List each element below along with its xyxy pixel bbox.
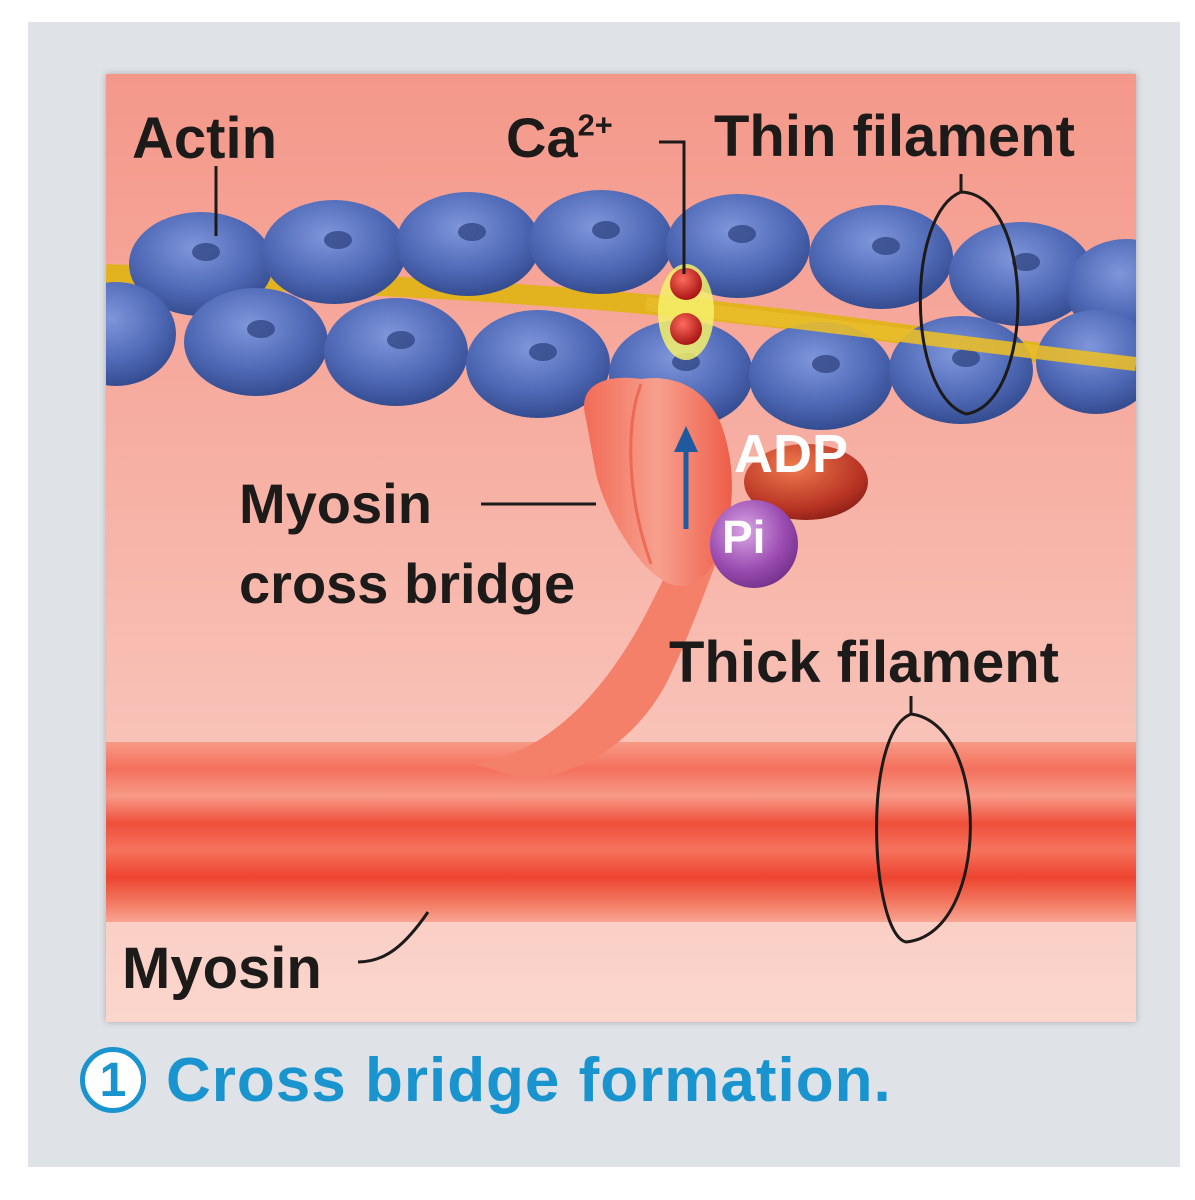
myosin-head [584, 377, 732, 586]
calcium-leader [659, 140, 686, 274]
step-number-badge: 1 [80, 1047, 146, 1113]
thin-filament-bracket [918, 190, 1020, 416]
actin-bead-pits [192, 221, 1040, 373]
calcium-ion-lower [670, 313, 702, 345]
pi-label: Pi [722, 511, 766, 563]
caption-text: Cross bridge formation. [166, 1045, 892, 1115]
pi-molecule [710, 500, 798, 588]
myosin-leader [357, 911, 430, 964]
calcium-label: Ca2+ [506, 106, 613, 169]
calcium-ion-upper [670, 268, 702, 300]
myosin-head-cleft [629, 383, 653, 565]
actin-label: Actin [132, 106, 277, 171]
thin-filament-label: Thin filament [714, 104, 1075, 169]
myosin-cross-bridge-label-line1: Myosin [239, 472, 432, 535]
diagram-canvas [106, 74, 1136, 1022]
myosin-label: Myosin [122, 936, 322, 1001]
adp-label: ADP [734, 424, 849, 484]
leader-lines [214, 140, 1020, 964]
thick-filament-band [106, 742, 1136, 922]
thick-filament-bracket [875, 712, 972, 944]
figure-caption: 1 Cross bridge formation. [80, 1040, 892, 1120]
binding-arrow-head [674, 426, 698, 452]
diagram-panel: Actin Ca2+ Thin filament Myosin cross br… [106, 74, 1136, 1022]
myosin-cross-bridge-label-line2: cross bridge [239, 552, 576, 615]
actin-beads [106, 190, 1136, 430]
figure-frame: Actin Ca2+ Thin filament Myosin cross br… [28, 22, 1180, 1167]
adp-molecule [744, 444, 868, 520]
thick-filament-label: Thick filament [669, 630, 1059, 695]
